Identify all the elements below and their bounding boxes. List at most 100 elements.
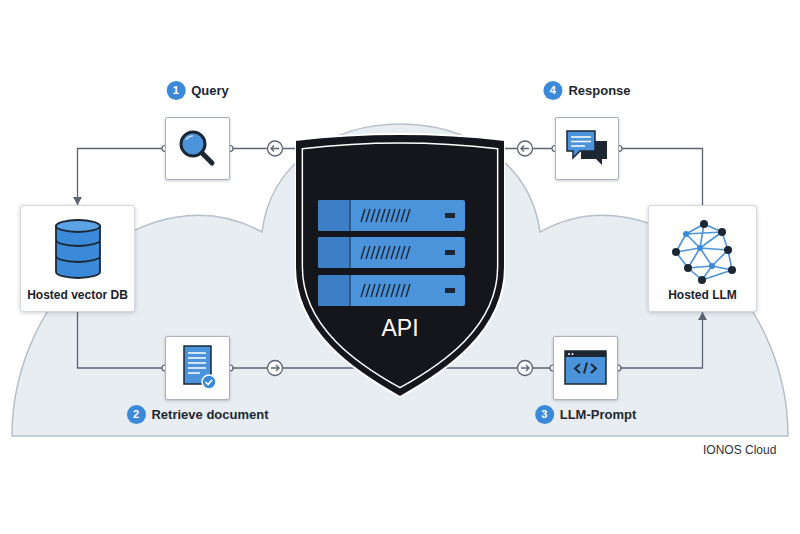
graphic-part	[302, 143, 497, 388]
graphic-part	[445, 288, 455, 293]
graphic-part	[56, 220, 100, 232]
graphic-part	[672, 248, 680, 256]
arrow-head	[73, 197, 82, 205]
callout-number: 1	[166, 81, 185, 100]
cloud-label: IONOS Cloud	[703, 443, 776, 457]
graphic-part	[366, 246, 370, 259]
graphic-part	[684, 264, 692, 272]
graphic-part	[672, 220, 736, 284]
api-shield: API	[295, 132, 505, 397]
graphic-part	[202, 375, 216, 389]
step-heading: 2Retrieve document	[126, 405, 268, 424]
service-card: Hosted LLM	[648, 205, 757, 312]
graphic-part	[396, 209, 400, 222]
graphic-part	[445, 250, 455, 255]
graphic-part	[396, 284, 400, 297]
step-label: Query	[191, 83, 229, 98]
graphic-part	[361, 246, 365, 259]
server-unit	[318, 237, 465, 268]
graphic-part	[568, 353, 570, 355]
arrow-head	[698, 312, 707, 320]
arrow-head	[518, 361, 533, 376]
graphic-part	[521, 365, 529, 371]
graphic-part	[295, 134, 505, 397]
graphic-part	[186, 136, 193, 140]
flow-connector	[73, 146, 168, 206]
graphic-part	[698, 276, 706, 284]
graphic-part	[371, 284, 375, 297]
step-icon-box: 1Query	[165, 117, 230, 180]
step-heading: 1 Query	[166, 81, 229, 100]
graphic-part	[391, 284, 395, 297]
graphic-part	[565, 351, 606, 384]
graphic-part	[78, 149, 166, 206]
graphic-part	[571, 137, 591, 146]
graphic-part	[271, 365, 279, 371]
graphic-part	[381, 246, 385, 259]
graphic-part	[572, 353, 574, 355]
search-icon	[165, 117, 230, 180]
chat-icon	[555, 117, 619, 180]
graphic-part	[271, 146, 279, 152]
callout-number: 2	[126, 405, 145, 424]
graphic-part	[686, 232, 722, 234]
net-icon	[668, 218, 738, 286]
card-label: Hosted LLM	[668, 288, 737, 302]
graphic-part	[78, 312, 166, 368]
server-unit	[318, 275, 465, 306]
callout-number: 3	[535, 405, 554, 424]
flow-connector	[615, 312, 707, 371]
flow-connector	[616, 146, 703, 206]
graphic-part	[268, 141, 283, 156]
graphic-part	[406, 209, 410, 222]
graphic-part	[700, 248, 712, 266]
shield-illustration	[295, 132, 505, 397]
graphic-part	[202, 153, 212, 163]
graphic-part	[700, 220, 708, 228]
graphic-part	[366, 284, 370, 297]
step-icon-box: 2Retrieve document	[165, 336, 230, 400]
step-icon-box: 4Response	[555, 117, 619, 180]
graphic-part	[376, 209, 380, 222]
graphic-part	[697, 245, 703, 251]
graphic-part	[401, 209, 405, 222]
graphic-part	[518, 141, 533, 156]
api-label: API	[295, 315, 505, 342]
step-heading: 4Response	[543, 81, 630, 100]
graphic-part	[718, 228, 726, 236]
graphic-part	[318, 275, 350, 306]
graphic-part	[406, 284, 410, 297]
graphic-part	[56, 220, 100, 278]
graphic-part	[683, 231, 689, 237]
graphic-part	[361, 209, 365, 222]
code-icon	[553, 336, 618, 400]
graphic-part	[318, 200, 350, 231]
cloud-shape	[12, 124, 788, 436]
graphic-part	[371, 209, 375, 222]
graphic-part	[401, 284, 405, 297]
graphic-part	[575, 363, 596, 374]
arrow-head	[518, 141, 533, 156]
graphic-part	[728, 266, 736, 274]
step-icon-box: 3LLM-Prompt	[553, 336, 618, 400]
graphic-part	[318, 237, 350, 268]
graphic-part	[376, 246, 380, 259]
graphic-part	[318, 237, 465, 268]
graphic-part	[518, 361, 533, 376]
graphic-part	[565, 351, 606, 357]
graphic-part	[371, 246, 375, 259]
graphic-part	[698, 312, 707, 320]
graphic-part	[386, 284, 390, 297]
graphic-part	[268, 361, 283, 376]
graphic-part	[700, 232, 722, 248]
server-unit	[318, 200, 465, 231]
graphic-part	[396, 246, 400, 259]
graphic-part	[700, 248, 728, 250]
service-card: Hosted vector DB	[20, 205, 135, 312]
graphic-part	[318, 200, 465, 231]
graphic-part	[361, 284, 365, 297]
graphic-part	[445, 213, 455, 218]
graphic-part	[206, 380, 213, 385]
flow-connector	[78, 312, 169, 371]
